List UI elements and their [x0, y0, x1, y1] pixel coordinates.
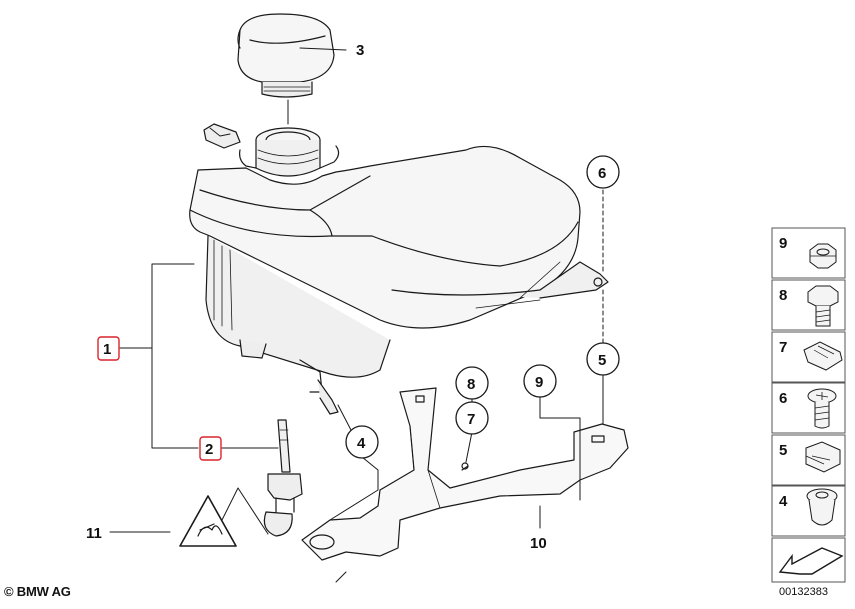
rubber-grommet-icon: [806, 488, 838, 526]
leader-lines: [109, 47, 604, 583]
legend-label-5: 5: [779, 442, 787, 459]
callout-6: 6: [598, 165, 606, 182]
torx-screw-icon: [807, 388, 837, 429]
callout-3: 3: [356, 42, 364, 59]
direction-arrow-icon: [778, 547, 844, 575]
mounting-bracket: [301, 387, 629, 561]
legend-label-8: 8: [779, 287, 787, 304]
callout-7: 7: [467, 411, 475, 428]
copyright-text: © BMW AG: [4, 584, 71, 599]
spring-clip-icon: [803, 341, 843, 371]
legend-label-6: 6: [779, 390, 787, 407]
callout-7-circle[interactable]: [455, 401, 489, 435]
callout-1: 1: [103, 341, 111, 358]
callout-9: 9: [535, 374, 543, 391]
parts-legend: 9 8 7 6 5 4: [771, 227, 846, 583]
warning-triangle-icon: [179, 495, 237, 547]
legend-label-9: 9: [779, 235, 787, 252]
callout-11: 11: [86, 525, 102, 542]
callout-8-circle[interactable]: [455, 366, 489, 400]
callout-6-circle[interactable]: [586, 155, 620, 189]
callout-5: 5: [598, 352, 606, 369]
callout-8: 8: [467, 376, 475, 393]
callout-1-box[interactable]: 1: [97, 336, 120, 361]
legend-label-4: 4: [779, 493, 788, 510]
level-sensor: [263, 419, 303, 537]
callout-10: 10: [530, 535, 547, 552]
hose-connector: [203, 123, 241, 149]
callout-9-circle[interactable]: [523, 364, 557, 398]
callout-4: 4: [357, 435, 366, 452]
callout-2-box[interactable]: 2: [199, 436, 222, 461]
callout-5-circle[interactable]: [586, 342, 620, 376]
diagram-id: 00132383: [779, 586, 828, 598]
clip-nut-icon: [805, 441, 841, 473]
tank-neck: [239, 127, 340, 177]
legend-label-7: 7: [779, 339, 787, 356]
callout-4-circle[interactable]: [345, 425, 379, 459]
expansion-tank: [189, 145, 609, 415]
hex-bolt-icon: [807, 285, 839, 327]
hex-nut-icon: [809, 243, 837, 269]
filler-cap: [237, 13, 335, 98]
callout-2: 2: [205, 441, 213, 458]
